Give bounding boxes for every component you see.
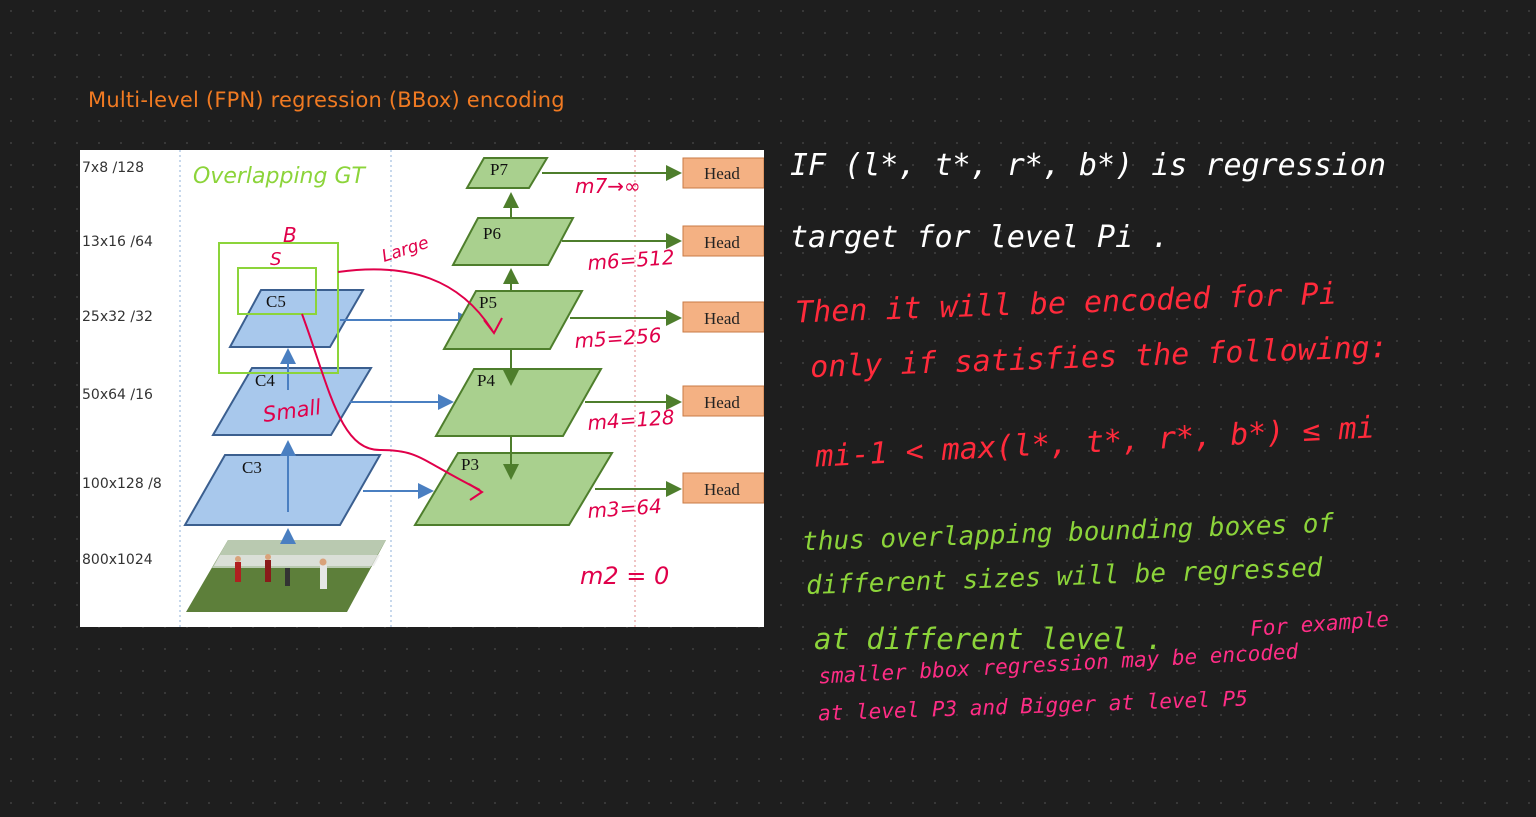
pyramid-p4: P4	[434, 368, 603, 437]
threshold-m5: m5=256	[574, 323, 663, 353]
page-title: Multi-level (FPN) regression (BBox) enco…	[88, 88, 565, 112]
fpn-diagram-svg: 7x8 /128 13x16 /64 25x32 /32 50x64 /16 1…	[82, 150, 764, 627]
head-p5: Head	[682, 301, 764, 333]
small-arrowhead	[468, 483, 484, 501]
threshold-m7: m7→∞	[575, 174, 641, 198]
large-label: Large	[379, 233, 431, 267]
note-green3: at different level .	[814, 622, 1164, 656]
res-label-p5: 25x32 /32	[82, 309, 153, 325]
p3-label: P3	[461, 455, 479, 474]
p7-label: P7	[490, 160, 508, 179]
c4-label: C4	[255, 371, 275, 390]
threshold-m6: m6=512	[587, 245, 676, 275]
small-box-label: S	[270, 249, 281, 270]
fpn-diagram: 7x8 /128 13x16 /64 25x32 /32 50x64 /16 1…	[80, 150, 764, 627]
overlapping-gt-label: Overlapping GT	[193, 164, 367, 189]
head-p3: Head	[682, 472, 764, 504]
p4-label: P4	[477, 371, 495, 390]
note-pink3: at level P3 and Bigger at level P5	[817, 686, 1249, 726]
big-gt-box	[218, 242, 339, 374]
p6-label: P6	[483, 224, 501, 243]
head-label: Head	[704, 393, 740, 412]
head-p4: Head	[682, 385, 764, 417]
note-line4: only if satisfies the following:	[809, 329, 1389, 386]
big-box-label: B	[283, 223, 297, 247]
res-label-p3: 100x128 /8	[82, 476, 162, 492]
small-arrow	[301, 313, 481, 491]
head-p7: Head	[682, 157, 764, 189]
threshold-m3: m3=64	[587, 494, 663, 523]
note-line2: target for level Pi .	[790, 220, 1170, 255]
note-line3: Then it will be encoded for Pi	[794, 276, 1338, 331]
pyramid-p3: P3	[413, 452, 614, 526]
note-formula: mi-1 < max(l*, t*, r*, b*) ≤ mi	[814, 410, 1376, 475]
backbone-c4: C4	[211, 367, 373, 436]
note-green2: different sizes will be regressed	[805, 552, 1323, 602]
large-arrowhead	[483, 317, 503, 335]
small-gt-box	[237, 267, 317, 315]
backbone-c3: C3	[183, 454, 382, 526]
note-green1: thus overlapping bounding boxes of	[801, 508, 1335, 558]
head-label: Head	[704, 164, 740, 183]
pyramid-p7: P7	[465, 157, 549, 189]
head-label: Head	[704, 233, 740, 252]
c3-label: C3	[242, 458, 262, 477]
head-p6: Head	[682, 225, 764, 257]
res-label-p4: 50x64 /16	[82, 387, 153, 403]
large-arrow	[337, 268, 493, 331]
note-line1: IF (l*, t*, r*, b*) is regression	[790, 148, 1387, 183]
threshold-m2: m2 = 0	[580, 562, 669, 590]
backbone-c5: C5	[228, 289, 365, 348]
head-label: Head	[704, 480, 740, 499]
res-label-p7: 7x8 /128	[82, 160, 144, 176]
res-label-input: 800x1024	[82, 552, 153, 568]
pyramid-p6: P6	[451, 217, 575, 266]
p5-label: P5	[479, 293, 497, 312]
input-image	[186, 540, 386, 612]
c5-label: C5	[266, 292, 286, 311]
pyramid-p5: P5	[442, 290, 584, 350]
head-label: Head	[704, 309, 740, 328]
threshold-m4: m4=128	[587, 405, 676, 435]
res-label-p6: 13x16 /64	[82, 234, 153, 250]
note-pink1: For example	[1249, 607, 1390, 641]
